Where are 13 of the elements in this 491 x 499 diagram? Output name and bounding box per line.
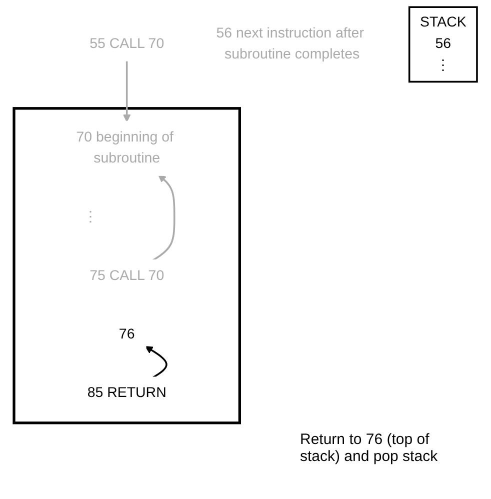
node-text: 70 beginning of subroutine [76,130,174,166]
node-text: 76 [118,326,135,342]
cluster [12,107,241,424]
node-box: STACK 56 ⋮ [408,6,478,83]
node-text: 85 RETURN [87,386,166,401]
arrow [145,346,168,378]
note-text: Return to 76 (top of stack) and pop stack [300,432,439,465]
node-text: ⋮ [83,210,98,225]
arrow [152,174,176,262]
arrow [122,60,131,122]
node-text: 56 next instruction after subroutine completes [216,26,364,62]
node-text: 75 CALL 70 [90,268,164,284]
node-text: 55 CALL 70 [90,36,164,52]
